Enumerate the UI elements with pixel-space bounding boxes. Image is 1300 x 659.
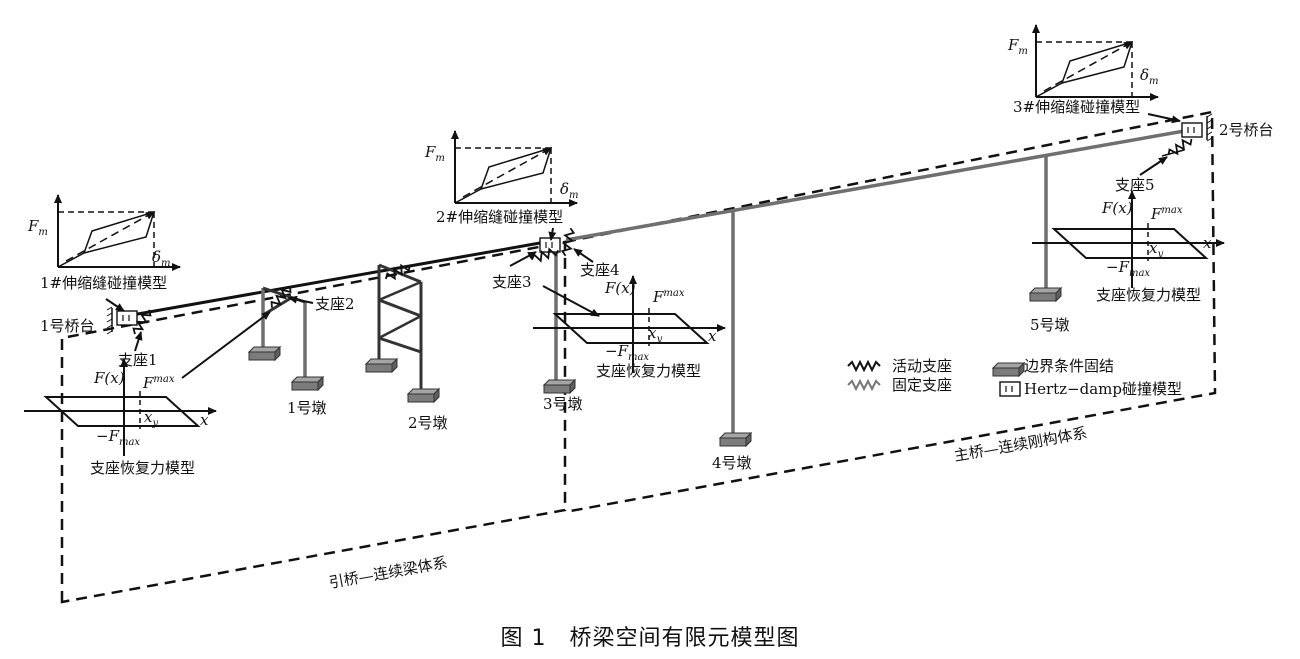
hys3-x: x [708,327,717,345]
hys1-xy: xy [144,408,158,429]
legend-hertz-icon [999,381,1021,397]
joint-pounding-model-2 [455,131,577,203]
restoring-model-1-label: 支座恢复力模型 [90,459,195,477]
hys5-neg-fmax: −Fmax [1106,258,1150,279]
legend-sliding-bearing-icon [847,359,881,373]
joint-pounding-model-1 [58,195,180,267]
figure-caption: 图 1 桥梁空间有限元模型图 [501,626,800,651]
joint-pounding-model-3 [1036,25,1158,97]
pound3-f-label: Fm [1007,36,1028,57]
hertz-element-3 [1181,122,1203,138]
approach-system-boundary [60,240,567,604]
hys3-xy: xy [648,324,662,345]
bearing-1-label: 支座1 [118,351,158,369]
pier-1-base-b [291,376,324,391]
main-bridge-deck [554,128,1191,436]
abutment-1-label: 1号桥台 [40,317,95,335]
legend-fixed-bearing-icon [847,378,881,392]
hys3-neg-fmax: −Fmax [605,342,649,363]
joint-model-2-label: 2#伸缩缝碰撞模型 [436,208,563,226]
legend-boundary-icon [992,362,1025,377]
restoring-model-5-label: 支座恢复力模型 [1096,286,1201,304]
abutment-2-label: 2号桥台 [1219,121,1274,139]
pier-3-label: 3号墩 [543,395,583,413]
pier-3-base [543,379,576,394]
pier-4-label: 4号墩 [712,454,752,472]
pier-5-label: 5号墩 [1030,316,1070,334]
pier-1-frame [261,286,307,380]
main-system-boundary [564,110,1217,514]
pier-2-base-b [407,388,440,403]
bearing-2-label: 支座2 [315,295,355,313]
hys5-x: x [1203,234,1212,252]
hys1-x: x [200,411,209,429]
main-system-label: 主桥—连续刚构体系 [953,424,1089,465]
hys1-neg-fmax: −Fmax [96,427,140,448]
hys3-fmax: Fmax [652,288,685,306]
hys5-xy: xy [1149,239,1163,260]
pier-2-frame [377,263,423,392]
approach-bridge-deck [131,241,541,317]
restoring-model-3-label: 支座恢复力模型 [596,362,701,380]
pound1-d-label: δm [152,248,171,269]
hys3-fx: F(x) [604,279,636,297]
pound3-d-label: δm [1140,66,1159,87]
joint-model-1-label: 1#伸缩缝碰撞模型 [40,274,167,292]
pound2-d-label: δm [560,180,579,201]
joint-model-3-label: 3#伸缩缝碰撞模型 [1013,98,1140,116]
legend-hertz-model: Hertz−damp碰撞模型 [1024,380,1182,398]
legend-sliding-bearing: 活动支座 [892,357,952,375]
bearing-4-label: 支座4 [580,261,620,279]
legend-boundary-fixed: 边界条件固结 [1024,357,1114,375]
hys5-fx: F(x) [1101,199,1133,217]
pier-5-base [1029,287,1062,302]
pier-4-base [719,432,752,447]
hys1-fx: F(x) [93,369,125,387]
pier-2-base-a [365,358,398,373]
bearing-5-label: 支座5 [1115,176,1155,194]
approach-system-label: 引桥—连续梁体系 [328,553,449,592]
bearing-5-symbol [1165,134,1195,160]
pound1-f-label: Fm [27,217,48,238]
bearing-3-label: 支座3 [492,273,532,291]
pointer-arrows [105,113,1181,379]
hys1-fmax: Fmax [142,374,175,392]
pier-1-base-a [248,346,281,361]
legend: 活动支座 固定支座 边界条件固结 Hertz−damp碰撞模型 [847,357,1182,398]
hys5-fmax: Fmax [1150,205,1183,223]
pier-2-label: 2号墩 [408,414,448,432]
hertz-element-1 [116,310,138,326]
pound2-f-label: Fm [424,143,445,164]
pier-1-label: 1号墩 [287,399,327,417]
legend-fixed-bearing: 固定支座 [892,376,952,394]
